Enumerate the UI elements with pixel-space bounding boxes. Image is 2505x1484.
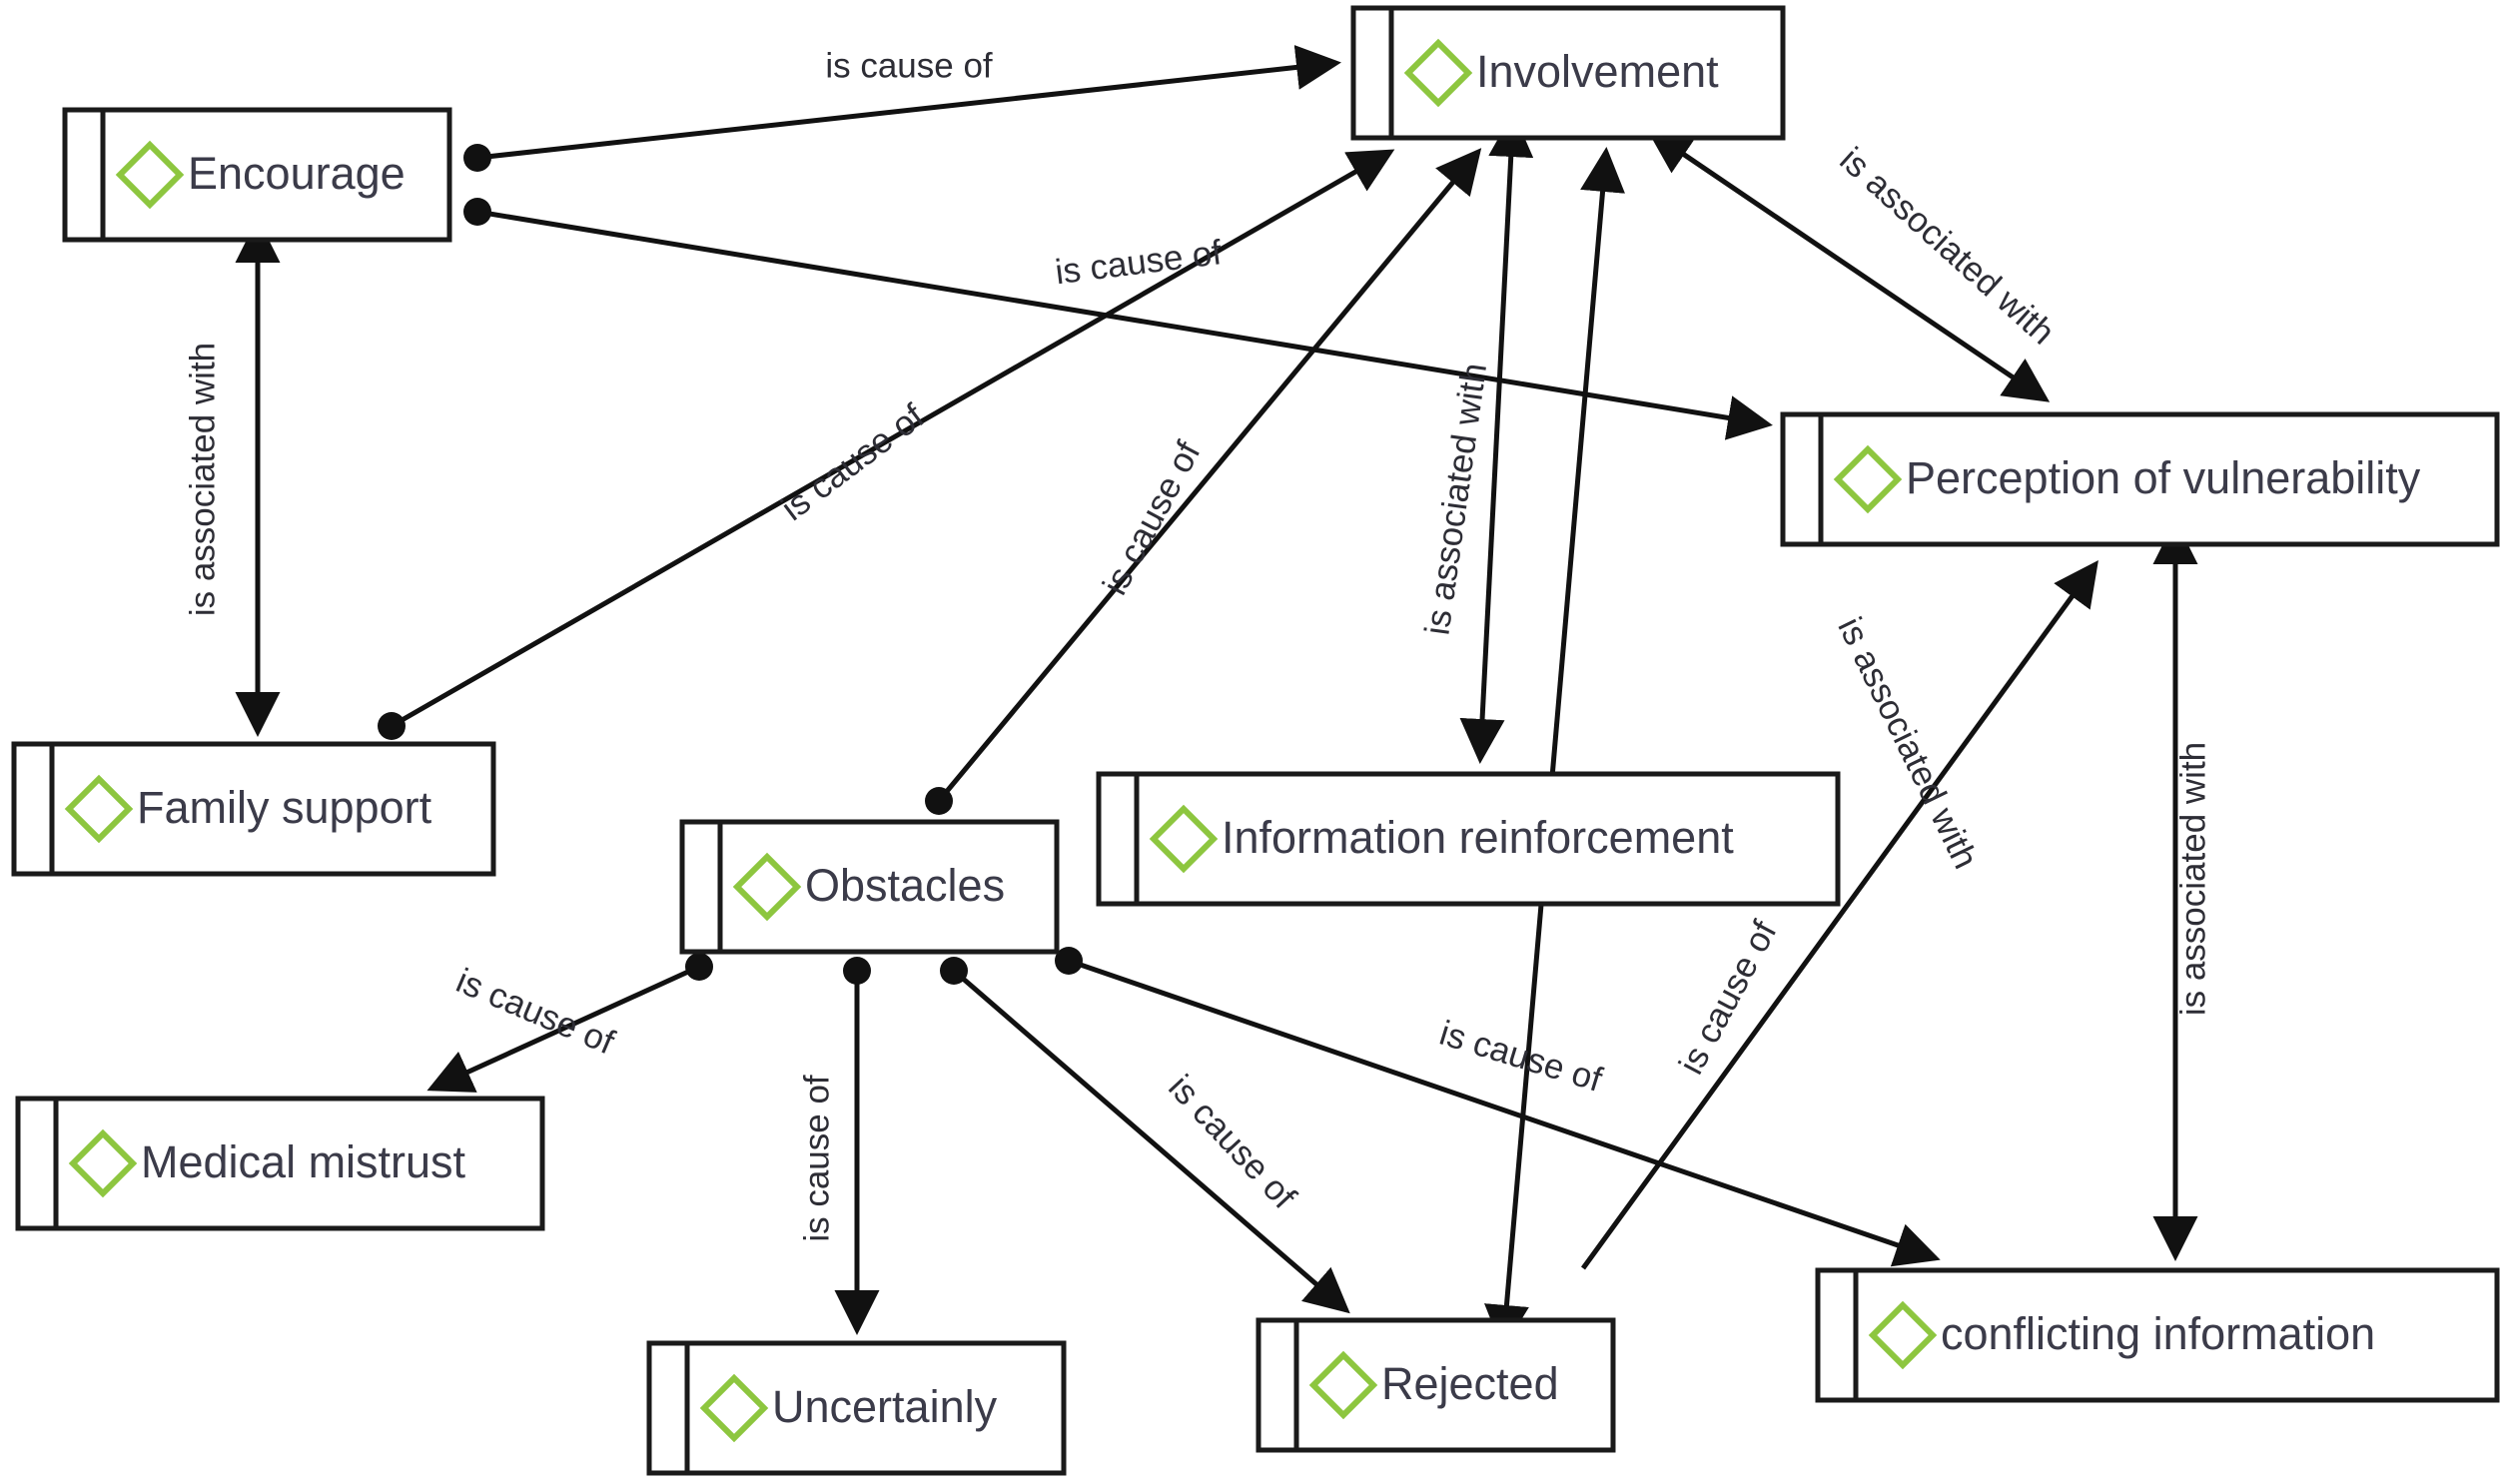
edge-involvement-to-inforeinf[interactable] bbox=[1459, 112, 1534, 764]
edge-source-dot bbox=[925, 787, 953, 815]
node-label: Involvement bbox=[1476, 46, 1719, 97]
edge-rejected-to-involvement[interactable] bbox=[1484, 147, 1625, 1350]
edge-source-dot bbox=[463, 198, 491, 226]
edge-source-dot bbox=[463, 144, 491, 172]
green-diamond-icon bbox=[64, 774, 134, 844]
edge-label-e10: is cause of bbox=[1672, 915, 1785, 1081]
edge-line bbox=[937, 148, 1482, 803]
node-uncertainly[interactable]: Uncertainly bbox=[646, 1340, 1067, 1476]
edge-label-e4: is cause of bbox=[1096, 435, 1209, 601]
node-perception[interactable]: Perception of vulnerability bbox=[1780, 411, 2500, 547]
node-box bbox=[62, 107, 452, 243]
edge-obstacles-to-involvement[interactable] bbox=[925, 148, 1482, 815]
edge-obstacles-to-rejected[interactable] bbox=[940, 957, 1350, 1314]
edge-line bbox=[476, 209, 1773, 440]
node-box bbox=[1350, 5, 1786, 141]
node-conflicting[interactable]: conflicting information bbox=[1815, 1267, 2500, 1403]
node-obstacles[interactable]: Obstacles bbox=[679, 819, 1060, 955]
edge-label-e6: is associated with bbox=[183, 343, 222, 616]
green-diamond-icon bbox=[732, 852, 802, 922]
node-box bbox=[646, 1340, 1067, 1476]
edge-source-dot bbox=[940, 957, 968, 985]
node-label: Uncertainly bbox=[772, 1381, 998, 1432]
node-label: Information reinforcement bbox=[1222, 812, 1734, 863]
node-label: Rejected bbox=[1381, 1358, 1559, 1409]
edge-obstacles-to-mistrust[interactable] bbox=[426, 953, 713, 1093]
edge-line bbox=[1484, 147, 1625, 1350]
green-diamond-icon bbox=[1833, 444, 1903, 514]
edge-perception-to-involvement[interactable] bbox=[1646, 129, 2051, 402]
node-rejected[interactable]: Rejected bbox=[1255, 1317, 1616, 1453]
node-label: Obstacles bbox=[805, 860, 1005, 911]
node-box bbox=[11, 741, 496, 877]
node-box bbox=[15, 1096, 545, 1231]
edge-label-e12: is cause of bbox=[797, 1075, 836, 1242]
edge-label-e7: is associated with bbox=[1833, 140, 2063, 353]
edge-line bbox=[1459, 112, 1534, 764]
node-inforeinf[interactable]: Information reinforcement bbox=[1096, 771, 1841, 907]
edge-inforeinf-to-perception[interactable] bbox=[1580, 559, 2098, 1270]
edge-line bbox=[426, 964, 701, 1093]
node-label: Encourage bbox=[188, 148, 406, 199]
node-box bbox=[1096, 771, 1841, 907]
edge-obstacles-to-uncertainly[interactable] bbox=[834, 957, 880, 1335]
edge-obstacles-to-conflicting[interactable] bbox=[1055, 947, 1941, 1267]
node-box bbox=[679, 819, 1060, 955]
node-label: conflicting information bbox=[1941, 1308, 2375, 1359]
edge-source-dot bbox=[378, 712, 406, 740]
edge-label-e9: is associated with bbox=[2173, 742, 2212, 1016]
edge-source-dot bbox=[685, 953, 713, 981]
edge-line bbox=[1646, 129, 2051, 402]
green-diamond-icon bbox=[115, 140, 185, 210]
edge-label-e1: is cause of bbox=[825, 46, 993, 85]
green-diamond-icon bbox=[1149, 804, 1219, 874]
edge-family-to-involvement[interactable] bbox=[378, 149, 1395, 740]
edge-label-e2: is cause of bbox=[1053, 233, 1224, 292]
green-diamond-icon bbox=[1308, 1350, 1378, 1420]
green-diamond-icon bbox=[699, 1373, 769, 1443]
edge-line bbox=[390, 149, 1395, 729]
green-diamond-icon bbox=[1868, 1300, 1938, 1370]
edges-layer bbox=[235, 45, 2198, 1350]
edge-line bbox=[1580, 559, 2098, 1270]
node-label: Perception of vulnerability bbox=[1906, 452, 2421, 503]
edge-source-dot bbox=[843, 957, 871, 985]
edge-label-e13: is cause of bbox=[1161, 1068, 1303, 1216]
green-diamond-icon bbox=[68, 1128, 138, 1198]
edge-source-dot bbox=[1055, 947, 1083, 975]
green-diamond-icon bbox=[1403, 38, 1473, 108]
node-label: Medical mistrust bbox=[141, 1136, 466, 1187]
edge-label-e5: is associated with bbox=[1417, 361, 1494, 637]
node-involvement[interactable]: Involvement bbox=[1350, 5, 1786, 141]
node-label: Family support bbox=[137, 782, 432, 833]
edge-label-e3: is cause of bbox=[774, 396, 931, 528]
node-encourage[interactable]: Encourage bbox=[62, 107, 452, 243]
edge-line bbox=[476, 45, 1341, 161]
edge-label-e8: is associated with bbox=[1830, 611, 1985, 875]
edge-label-e14: is cause of bbox=[1435, 1014, 1607, 1100]
edge-line bbox=[952, 969, 1350, 1314]
edge-line bbox=[1068, 958, 1941, 1267]
node-mistrust[interactable]: Medical mistrust bbox=[15, 1096, 545, 1231]
node-family[interactable]: Family support bbox=[11, 741, 496, 877]
edge-encourage-to-involvement[interactable] bbox=[463, 45, 1341, 172]
